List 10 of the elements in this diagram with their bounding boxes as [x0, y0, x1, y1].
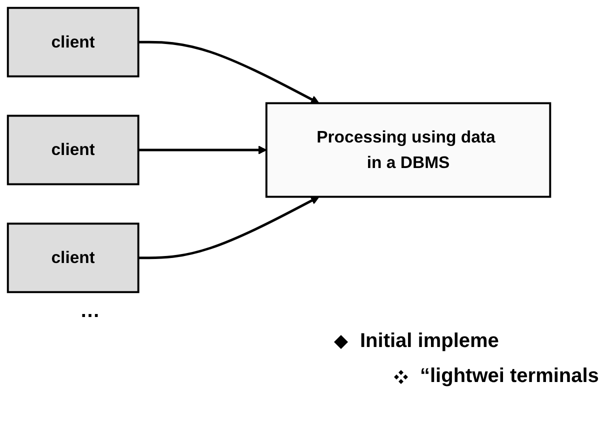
arrow	[138, 146, 267, 154]
node-box: client	[6, 222, 140, 294]
bullet-text: “lightwei terminals	[420, 365, 600, 388]
node-box: client	[6, 6, 140, 78]
node-box: Processing using data in a DBMS	[265, 102, 552, 198]
arrow	[138, 40, 320, 104]
bullet-text: Initial impleme	[360, 330, 499, 353]
ellipsis: …	[80, 300, 100, 323]
node-box: client	[6, 114, 140, 186]
arrow	[138, 196, 320, 260]
